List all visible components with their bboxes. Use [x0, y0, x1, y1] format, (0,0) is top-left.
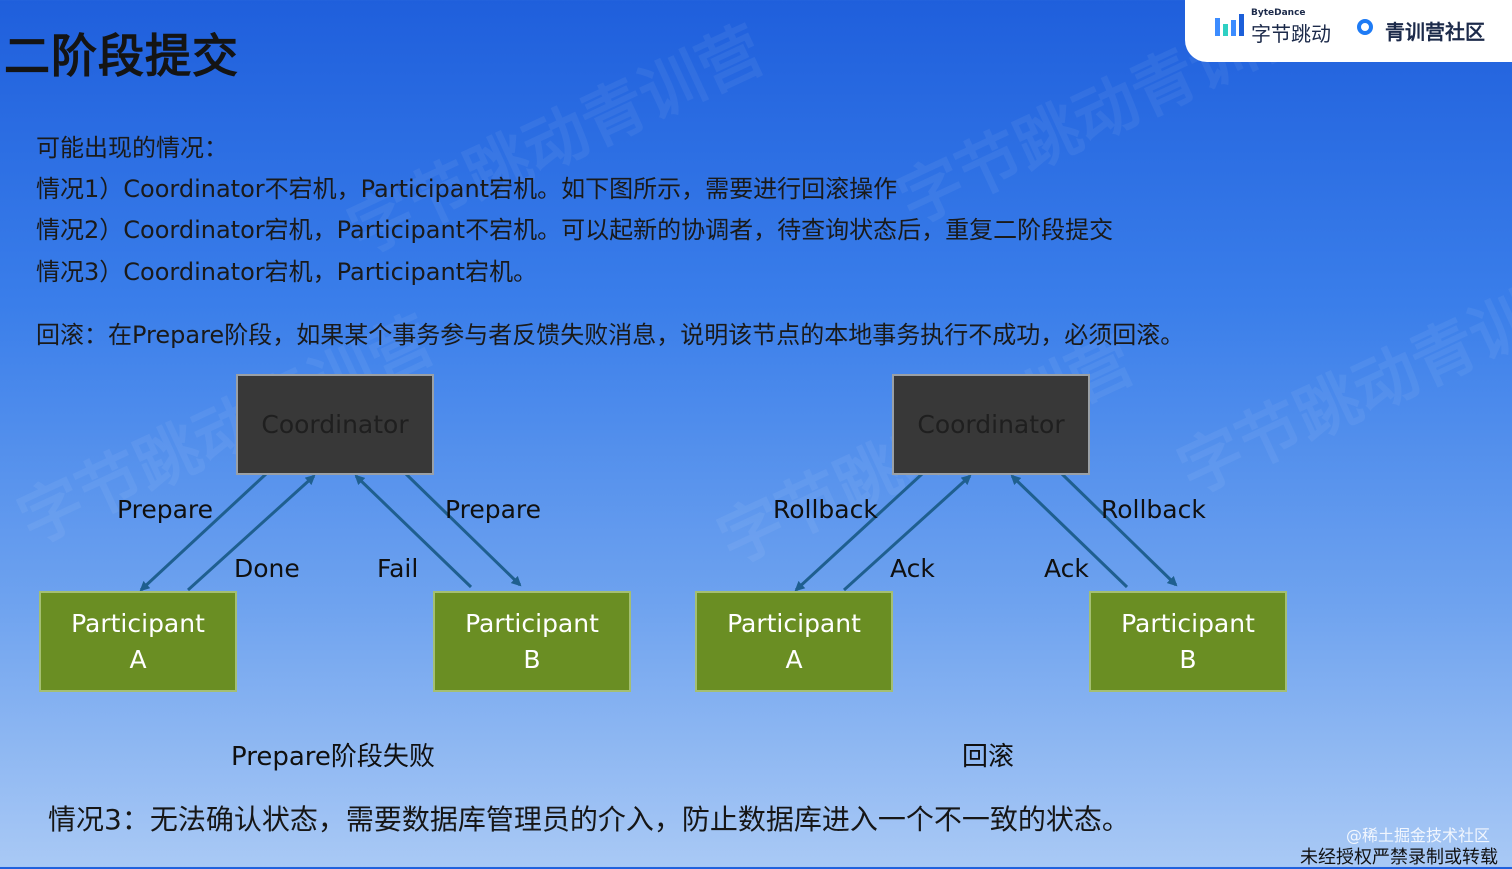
edge-label-done: Done [234, 554, 300, 583]
participant-a-id: A [785, 644, 803, 674]
participant-b-id: B [1179, 644, 1197, 674]
edge-label-ack-right: Ack [1044, 554, 1089, 583]
logo-bar: ByteDance 字节跳动 青训营社区 [1185, 0, 1512, 62]
participant-b-label: Participant [465, 608, 599, 638]
participant-b-label: Participant [1121, 608, 1255, 638]
participant-a-label: Participant [71, 608, 205, 638]
bytedance-logo-small-text: ByteDance [1251, 8, 1306, 18]
arrow-fail [354, 474, 473, 589]
text-line-4: 情况3）Coordinator宕机，Participant宕机。 [36, 258, 538, 286]
arrow-ack-right [1010, 474, 1129, 589]
text-line-1: 可能出现的情况： [36, 134, 228, 162]
participant-b-node-right: Participant B [1089, 591, 1287, 692]
arrow-prepare-left [139, 472, 268, 592]
page-title: 二阶段提交 [4, 29, 239, 83]
participant-a-id: A [129, 644, 147, 674]
participant-a-label: Participant [727, 608, 861, 638]
camp-logo-text: 青训营社区 [1385, 20, 1485, 44]
edge-label-rollback-right: Rollback [1101, 495, 1206, 524]
arrow-rollback-right [1060, 472, 1178, 587]
coordinator-node-right: Coordinator [892, 374, 1090, 475]
edge-label-fail: Fail [377, 554, 419, 583]
arrow-prepare-right [404, 472, 522, 587]
coordinator-node-left: Coordinator [236, 374, 434, 475]
participant-b-node-left: Participant B [433, 591, 631, 692]
edge-label-prepare-left: Prepare [117, 495, 214, 524]
arrow-ack-left [842, 474, 972, 592]
bytedance-logo-text: 字节跳动 [1251, 22, 1331, 46]
bottom-note: 情况3：无法确认状态，需要数据库管理员的介入，防止数据库进入一个不一致的状态。 [48, 803, 1130, 836]
diagram-left-caption: Prepare阶段失败 [231, 742, 435, 772]
text-line-2: 情况1）Coordinator不宕机，Participant宕机。如下图所示，需… [36, 175, 898, 203]
camp-logo-icon [1357, 19, 1373, 35]
footer-notice: 未经授权严禁录制或转载 [1300, 847, 1498, 868]
diagram-right-caption: 回滚 [962, 742, 1015, 772]
participant-b-id: B [523, 644, 541, 674]
edge-label-rollback-left: Rollback [773, 495, 878, 524]
text-line-3: 情况2）Coordinator宕机，Participant不宕机。可以起新的协调… [36, 216, 1114, 244]
edge-label-ack-left: Ack [890, 554, 935, 583]
edge-label-prepare-right: Prepare [445, 495, 542, 524]
footer-source: @稀土掘金技术社区 [1345, 826, 1490, 845]
arrow-rollback-left [794, 472, 924, 592]
rollback-note: 回滚：在Prepare阶段，如果某个事务参与者反馈失败消息，说明该节点的本地事务… [36, 321, 1185, 349]
participant-a-node-right: Participant A [695, 591, 893, 692]
bytedance-logo-icon [1215, 14, 1244, 36]
arrow-done [186, 474, 316, 592]
participant-a-node-left: Participant A [39, 591, 237, 692]
